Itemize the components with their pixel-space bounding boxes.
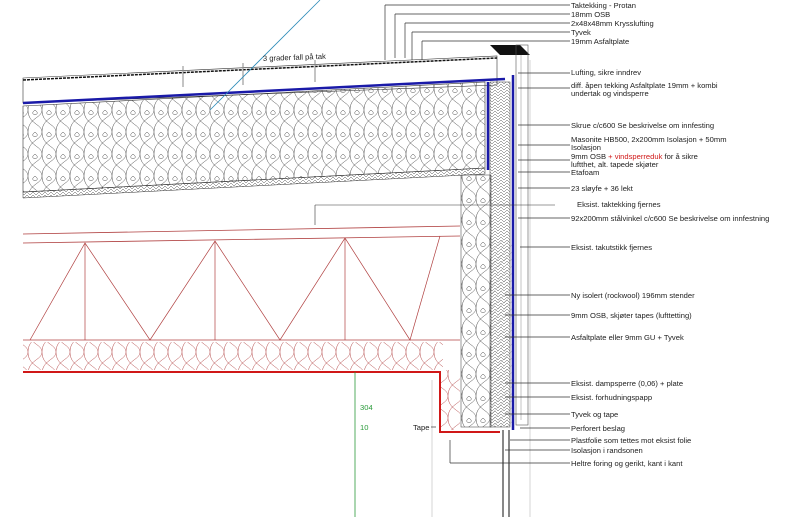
label-takutstikk: Eksist. takutstikk fjernes <box>571 243 652 252</box>
wall-assembly <box>431 44 531 517</box>
roof-assembly <box>22 0 530 199</box>
existing-roof-truss <box>22 204 555 433</box>
label-taktekking: Taktekking - Protan <box>571 1 636 10</box>
label-ny-isolert: Ny isolert (rockwool) 196mm stender <box>571 291 695 300</box>
label-eksist-taktekking: Eksist. taktekking fjernes <box>577 200 661 209</box>
ceiling-insulation <box>23 342 443 370</box>
label-forhudningspapp: Eksist. forhudningspapp <box>571 393 652 402</box>
label-lufttethet: luftthet, alt. tapede skjøter <box>571 160 659 169</box>
label-undertak: undertak og vindsperre <box>571 89 649 98</box>
label-tyvek-tape: Tyvek og tape <box>571 410 618 419</box>
slope-leader <box>209 0 321 111</box>
label-isolasjon: Isolasjon <box>571 143 601 152</box>
label-lufting: Lufting, sikre inndrev <box>571 68 641 77</box>
label-stalvinkel: 92x200mm stålvinkel c/c600 Se beskrivels… <box>571 214 769 223</box>
label-masonite: Masonite HB500, 2x200mm Isolasjon + 50mm <box>571 135 727 144</box>
slope-annotation: 3 grader fall på tak <box>263 52 326 63</box>
label-heltre-foring: Heltre foring og gerikt, kant i kant <box>571 459 683 468</box>
label-diff-apen: diff. åpen tekking Asfaltplate 19mm + ko… <box>571 81 718 90</box>
label-osb-18: 18mm OSB <box>571 10 610 19</box>
label-perforert-beslag: Perforert beslag <box>571 424 625 433</box>
label-asfaltplate-19: 19mm Asfaltplate <box>571 37 629 46</box>
label-osb-9: 9mm OSB + vindsperreduk for å sikre <box>571 152 698 161</box>
dimension-304: 304 <box>360 403 373 412</box>
dimension-10: 10 <box>360 423 368 432</box>
label-sloyfe: 23 sløyfe + 36 lekt <box>571 184 634 193</box>
label-krysslufting: 2x48x48mm Krysslufting <box>571 19 654 28</box>
label-skrue: Skrue c/c600 Se beskrivelse om innfestin… <box>571 121 714 130</box>
callout-labels: Taktekking - Protan 18mm OSB 2x48x48mm K… <box>571 1 769 468</box>
tape-annotation: Tape <box>413 423 429 432</box>
label-osb-skjoter: 9mm OSB, skjøter tapes (lufttetting) <box>571 311 692 320</box>
height-dimension: 304 10 <box>354 372 373 517</box>
membrane-line <box>22 77 506 105</box>
label-plastfolie: Plastfolie som tettes mot eksist folie <box>571 436 691 445</box>
label-etafoam: Etafoam <box>571 168 599 177</box>
label-dampsperre: Eksist. dampsperre (0,06) + plate <box>571 379 683 388</box>
label-asfaltplate-gu: Asfaltplate eller 9mm GU + Tyvek <box>571 333 684 342</box>
label-randsonen: Isolasjon i randsonen <box>571 446 643 455</box>
label-tyvek: Tyvek <box>571 28 591 37</box>
leader-lines <box>384 4 570 464</box>
